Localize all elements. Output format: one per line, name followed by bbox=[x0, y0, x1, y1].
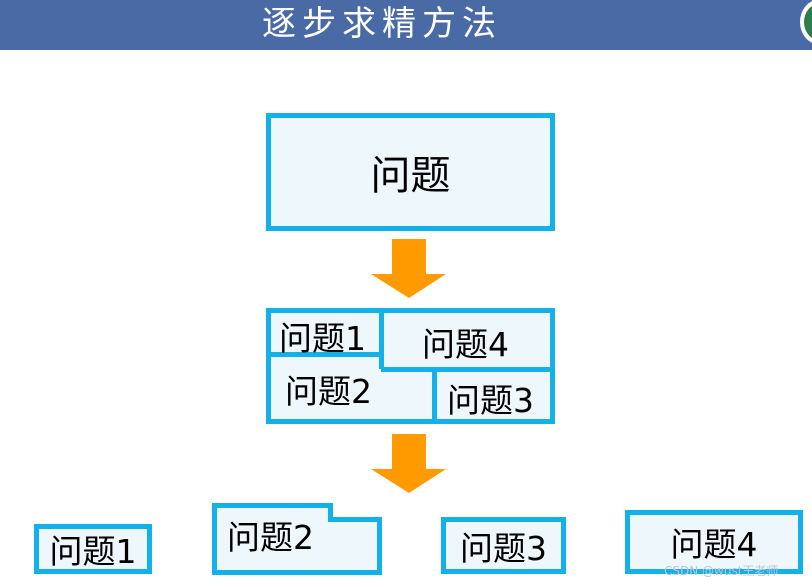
sub-problem-label: 问题4 bbox=[670, 525, 758, 564]
sub-problem-box: 问题4 bbox=[625, 510, 803, 574]
problem-label: 问题 bbox=[370, 153, 451, 199]
down-arrow-icon bbox=[371, 434, 446, 493]
sub-problem-label: 问题2 bbox=[227, 518, 314, 557]
split-box-outline bbox=[266, 308, 555, 424]
sub-problem-label: 问题3 bbox=[460, 528, 547, 568]
sub-problem-label: 问题4 bbox=[422, 325, 509, 364]
title-bar: 逐步求精方法 bbox=[0, 0, 812, 50]
down-arrow-icon bbox=[371, 239, 446, 298]
sub-problem-label: 问题2 bbox=[285, 372, 372, 411]
seal-emblem bbox=[804, 4, 812, 40]
watermark-text: CSDN @wust王老师 bbox=[664, 564, 779, 578]
sub-problem-box bbox=[212, 503, 382, 575]
page-title: 逐步求精方法 bbox=[262, 4, 502, 44]
university-seal-logo bbox=[800, 0, 812, 44]
problem-box: 问题 bbox=[266, 113, 555, 231]
sub-problem-label: 问题1 bbox=[49, 532, 137, 571]
sub-problem-label: 问题3 bbox=[447, 381, 534, 420]
sub-problem-label: 问题1 bbox=[279, 319, 366, 358]
sub-problem-box: 问题1 bbox=[34, 524, 152, 574]
sub-problem-box: 问题3 bbox=[441, 517, 566, 574]
